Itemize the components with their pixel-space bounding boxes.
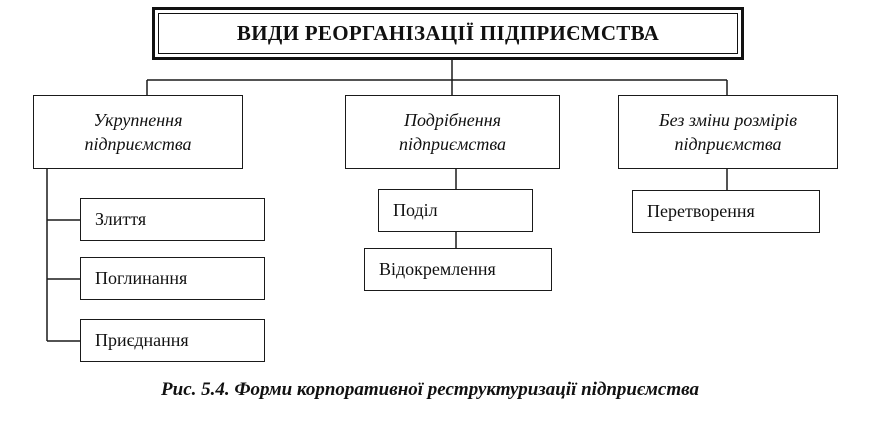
category-label: Подрібнення підприємства [399,108,506,156]
figure-caption: Рис. 5.4. Форми корпоративної реструктур… [161,379,699,400]
leaf-box-absorption: Поглинання [80,257,265,300]
diagram-title-box: ВИДИ РЕОРГАНІЗАЦІЇ ПІДПРИЄМСТВА [152,7,744,60]
category-box-no-size-change: Без зміни розмірів підприємства [618,95,838,169]
category-label-line1: Укрупнення [93,110,183,130]
category-box-consolidation: Укрупнення підприємства [33,95,243,169]
category-label-line1: Подрібнення [403,110,502,130]
category-label: Без зміни розмірів підприємства [659,108,797,156]
leaf-box-transformation: Перетворення [632,190,820,233]
category-box-fragmentation: Подрібнення підприємства [345,95,560,169]
category-label-line2: підприємства [674,134,782,154]
category-label-line1: Без зміни розмірів [658,110,798,130]
category-label-line2: підприємства [84,134,192,154]
category-label-line2: підприємства [398,134,507,154]
diagram-title: ВИДИ РЕОРГАНІЗАЦІЇ ПІДПРИЄМСТВА [158,13,738,54]
leaf-box-accession: Приєднання [80,319,265,362]
leaf-box-division: Поділ [378,189,533,232]
leaf-box-merger: Злиття [80,198,265,241]
category-label: Укрупнення підприємства [84,108,191,156]
leaf-box-separation: Відокремлення [364,248,552,291]
